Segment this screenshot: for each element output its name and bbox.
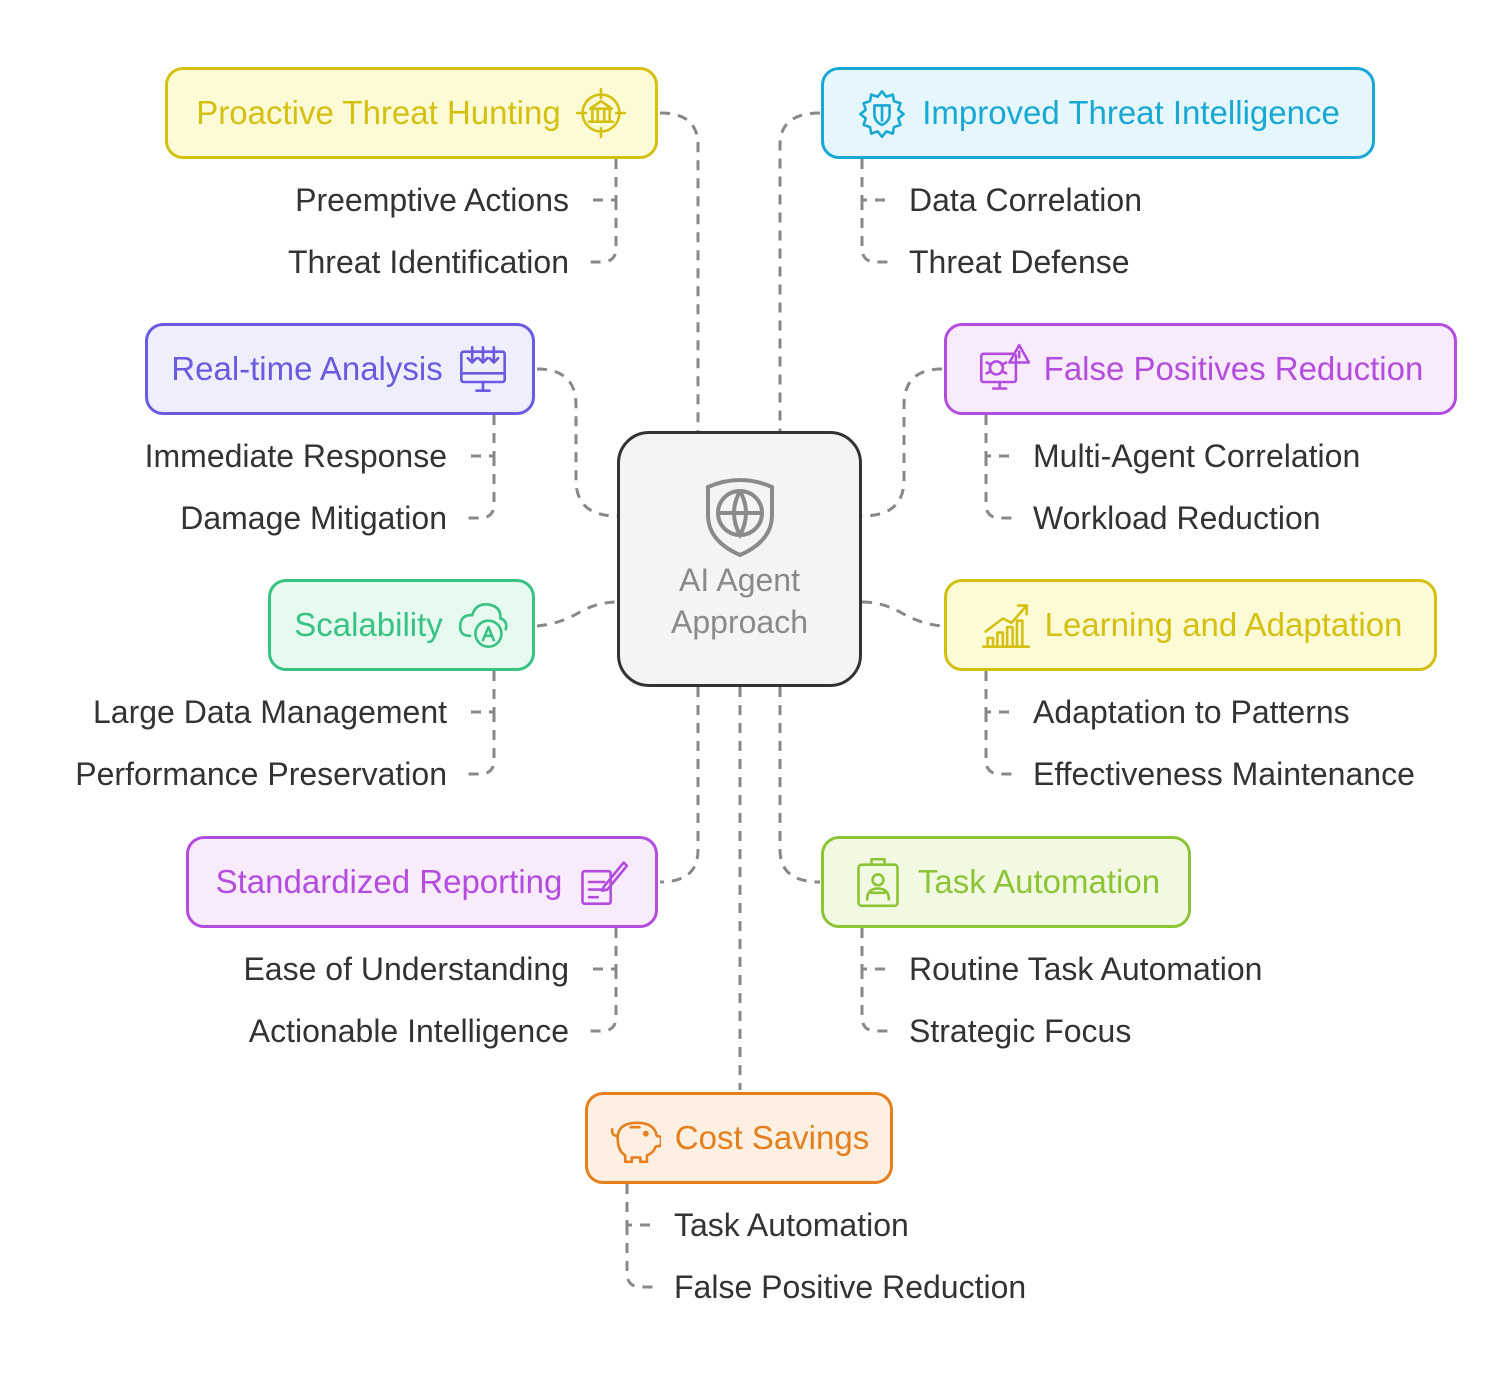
node-title: Scalability bbox=[294, 606, 443, 643]
sub-item: Preemptive Actions bbox=[295, 182, 569, 218]
central-node-title-line1: AI Agent bbox=[679, 562, 800, 598]
task-automation-node[interactable]: Task Automation bbox=[821, 836, 1191, 928]
sub-item: Strategic Focus bbox=[909, 1013, 1132, 1049]
sub-item: Large Data Management bbox=[93, 694, 447, 730]
node-title: Real-time Analysis bbox=[171, 350, 443, 387]
node-title: Proactive Threat Hunting bbox=[196, 94, 561, 131]
gear-shield-icon bbox=[859, 90, 906, 139]
monitor-download-icon bbox=[459, 346, 506, 392]
sub-item: Adaptation to Patterns bbox=[1033, 694, 1350, 730]
robot-badge-icon bbox=[857, 857, 899, 908]
sub-item: Task Automation bbox=[674, 1207, 909, 1243]
standardized-reporting-node[interactable]: Standardized Reporting bbox=[186, 836, 658, 928]
sub-item: Multi-Agent Correlation bbox=[1033, 438, 1361, 474]
sub-item: Effectiveness Maintenance bbox=[1033, 756, 1415, 792]
growth-chart-icon bbox=[981, 604, 1030, 648]
sub-item: Routine Task Automation bbox=[909, 951, 1263, 987]
sub-item: Performance Preservation bbox=[75, 756, 447, 792]
cloud-sync-icon bbox=[458, 603, 508, 648]
real-time-analysis-node[interactable]: Real-time Analysis bbox=[145, 323, 535, 415]
central-node[interactable]: AI Agent Approach bbox=[617, 431, 862, 687]
scalability-node[interactable]: Scalability bbox=[268, 579, 535, 671]
sub-item: Immediate Response bbox=[144, 438, 447, 474]
sub-item: Damage Mitigation bbox=[180, 500, 447, 536]
node-title: Cost Savings bbox=[674, 1119, 870, 1156]
cost-savings-node[interactable]: Cost Savings bbox=[585, 1092, 893, 1184]
sub-item: False Positive Reduction bbox=[674, 1269, 1027, 1305]
sub-item: Threat Identification bbox=[287, 244, 569, 280]
improved-threat-intelligence-node[interactable]: Improved Threat Intelligence bbox=[821, 67, 1375, 159]
piggy-bank-icon bbox=[610, 1121, 661, 1164]
shield-globe-icon bbox=[705, 478, 774, 558]
sub-item: Actionable Intelligence bbox=[248, 1013, 569, 1049]
report-pen-icon bbox=[581, 861, 629, 905]
node-title: Standardized Reporting bbox=[215, 863, 563, 900]
node-title: False Positives Reduction bbox=[1043, 350, 1424, 387]
node-title: Learning and Adaptation bbox=[1044, 606, 1403, 643]
sub-item: Workload Reduction bbox=[1033, 500, 1321, 536]
sub-item: Data Correlation bbox=[909, 182, 1142, 218]
proactive-threat-hunting-node[interactable]: Proactive Threat Hunting bbox=[165, 67, 658, 159]
learning-and-adaptation-node[interactable]: Learning and Adaptation bbox=[944, 579, 1437, 671]
false-positives-reduction-node[interactable]: False Positives Reduction bbox=[944, 323, 1457, 415]
sub-item: Ease of Understanding bbox=[243, 951, 569, 987]
bug-alert-icon bbox=[979, 343, 1030, 390]
central-node-title-line2: Approach bbox=[671, 604, 808, 640]
node-title: Improved Threat Intelligence bbox=[922, 94, 1340, 131]
node-title: Task Automation bbox=[917, 863, 1161, 900]
sub-item: Threat Defense bbox=[909, 244, 1130, 280]
target-bank-icon bbox=[575, 87, 626, 139]
